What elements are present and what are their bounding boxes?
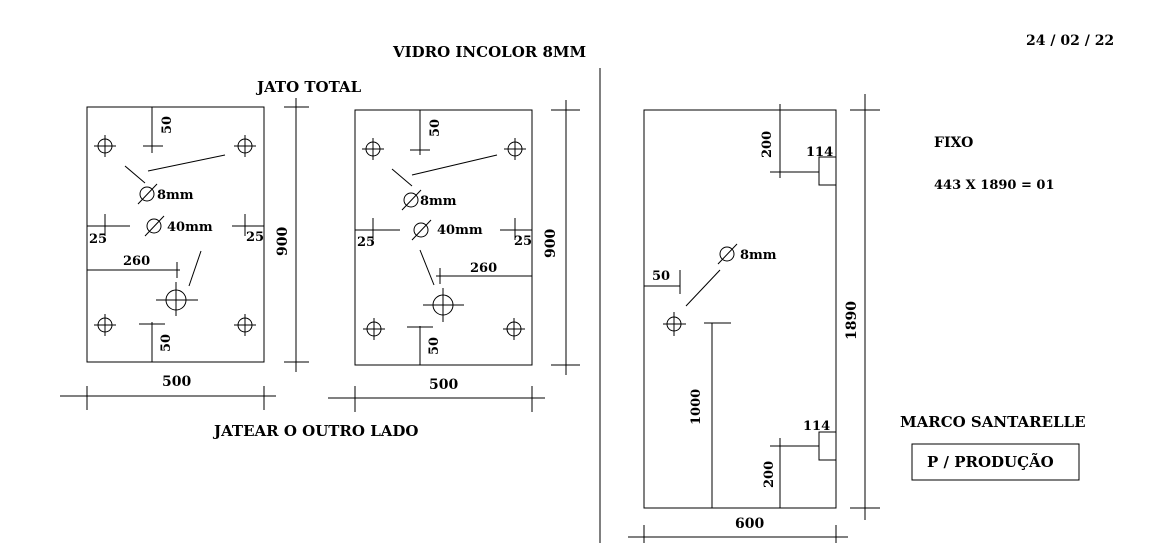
fixo-notch-top-offset: 200: [760, 131, 775, 158]
fixo-hole-edge: 50: [652, 269, 670, 284]
large-hole-icon: [423, 288, 464, 322]
panel-b-side-left: 25: [357, 235, 375, 250]
fixo-spec-label: 443 X 1890 = 01: [934, 178, 1055, 193]
panel-a-side-right: 25: [246, 230, 264, 245]
panel-b-hinge-offset: 260: [470, 261, 497, 276]
panel-a-large-hole: 40mm: [167, 220, 213, 235]
panel-a-small-hole: 8mm: [157, 188, 194, 203]
diameter-icon: [411, 219, 432, 241]
notch-top: [818, 156, 837, 186]
panel-b-edge-top: 50: [428, 119, 443, 137]
panel-a: 50 8mm 40mm 25 25: [60, 98, 309, 410]
panel-a-hinge-offset: 260: [123, 254, 150, 269]
large-hole-icon: [156, 282, 198, 316]
panel-a-edge-top: 50: [160, 116, 175, 134]
destination-label: P / PRODUÇÃO: [927, 452, 1054, 471]
date-label: 24 / 02 / 22: [1026, 33, 1114, 49]
hole-icon: [234, 135, 256, 157]
fixo-notch-bottom-offset: 200: [762, 461, 777, 488]
panel-a-side-left: 25: [89, 232, 107, 247]
hole-icon: [363, 318, 385, 340]
finish-top-label: JATO TOTAL: [255, 78, 362, 96]
fixo-notch-bottom-width: 114: [803, 419, 830, 434]
panel-b-edge-bottom: 50: [427, 337, 442, 355]
panel-a-height: 900: [275, 227, 291, 256]
hole-icon: [94, 135, 116, 157]
panel-fixo-outline: [643, 109, 837, 509]
panel-b-outline: [354, 109, 533, 366]
diameter-icon: [717, 243, 738, 265]
hole-icon: [503, 318, 525, 340]
material-label: VIDRO INCOLOR 8MM: [392, 43, 586, 61]
hole-icon: [234, 314, 256, 336]
diameter-icon: [401, 189, 422, 211]
fixo-hole-size: 8mm: [740, 248, 777, 263]
hole-icon: [504, 138, 526, 160]
panel-fixo: 200 114 50 8mm 1000 114 200 1890: [628, 94, 880, 543]
hole-icon: [663, 312, 686, 336]
panel-b-large-hole: 40mm: [437, 223, 483, 238]
hole-icon: [94, 314, 116, 336]
panel-a-width: 500: [162, 374, 191, 390]
panel-b-small-hole: 8mm: [420, 194, 457, 209]
hole-icon: [362, 138, 384, 160]
fixo-width: 600: [735, 516, 764, 532]
fixo-type-label: FIXO: [934, 135, 973, 151]
panel-b-width: 500: [429, 377, 458, 393]
diameter-icon: [144, 215, 165, 237]
notch-bottom: [818, 431, 837, 461]
panel-a-outline: [86, 106, 265, 363]
panel-a-edge-bottom: 50: [159, 334, 174, 352]
fixo-height: 1890: [844, 301, 860, 340]
panel-b: 50 8mm 40mm 25 25: [328, 100, 580, 412]
finish-bottom-label: JATEAR O OUTRO LADO: [212, 422, 418, 440]
fixo-notch-top-width: 114: [806, 145, 833, 160]
destination-box: [911, 443, 1080, 481]
panel-b-side-right: 25: [514, 234, 532, 249]
diameter-icon: [137, 183, 158, 205]
fixo-hole-height: 1000: [689, 389, 704, 425]
client-name: MARCO SANTARELLE: [900, 413, 1086, 431]
panel-b-height: 900: [543, 229, 559, 258]
